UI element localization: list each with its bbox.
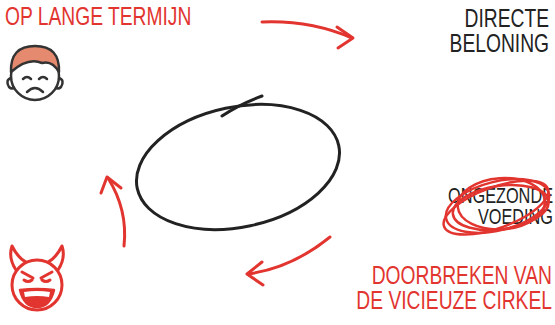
cycle-arrow <box>262 22 352 38</box>
cycle-ellipse <box>125 87 351 247</box>
node-text: ONGEZONDE VOEDING <box>435 185 553 227</box>
cycle-label: DOORBREKEN VAN DE VICIEUZE CIRKEL <box>345 263 552 313</box>
cycle-label: DIRECTE BELONING <box>438 6 549 56</box>
sad-face <box>7 46 62 100</box>
arrow-head <box>247 262 263 285</box>
arrow-head <box>101 177 121 193</box>
circled-box: ONGEZONDE VOEDING <box>440 174 555 238</box>
cycle-label: OP LANGE TERMIJN <box>5 4 227 29</box>
devil-face <box>11 246 64 310</box>
arrow-head <box>337 27 353 48</box>
scribble-outline <box>440 174 555 238</box>
ellipse-overlap <box>222 96 262 116</box>
cycle-arrow <box>248 237 330 274</box>
